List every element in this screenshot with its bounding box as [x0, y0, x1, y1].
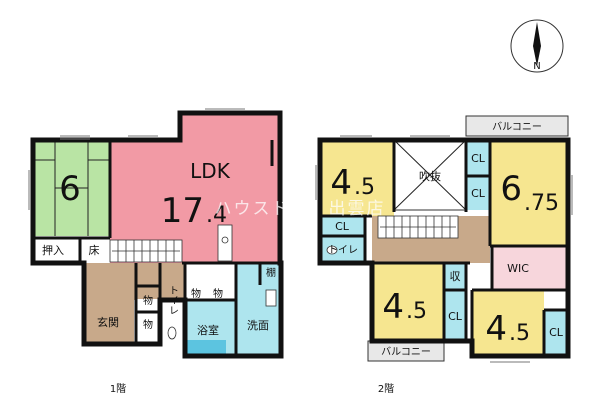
room-45-tl-frac: .5	[354, 175, 375, 200]
cl-label-2: CL	[471, 152, 486, 165]
bathtub	[186, 340, 226, 356]
entrance-floor	[84, 300, 134, 344]
floor1-outer-wall	[30, 110, 284, 359]
shelf-label: 棚	[266, 266, 276, 279]
stairs-2f	[377, 215, 459, 239]
room-45-br-fill	[472, 290, 544, 356]
cl-label-4: CL	[448, 310, 463, 323]
balcony-top	[465, 115, 569, 137]
storage-label-d: 物	[213, 287, 223, 300]
storage-label-a: 物	[143, 294, 153, 307]
cl-2-fill	[466, 140, 490, 176]
tatami-lines	[33, 140, 110, 236]
floor1-interior-walls	[33, 140, 280, 356]
floor2-windows	[315, 135, 573, 363]
toilet-fixture-1f	[167, 326, 177, 340]
ldk-fill-left	[110, 140, 180, 240]
entrance-label: 玄関	[97, 315, 119, 329]
japanese-room-size: 6	[59, 169, 81, 209]
floor-2: 4 .5 吹抜 6 .75 4 .5 4 .5 CL CL CL CL CL ト…	[315, 115, 573, 395]
atrium-label: 吹抜	[419, 169, 441, 183]
cl-label-5: CL	[549, 326, 564, 339]
compass-north-label: N	[533, 61, 540, 72]
room-675-fill	[490, 140, 568, 246]
cl-label-1: CL	[335, 220, 350, 233]
room-45-c-frac: .5	[406, 299, 427, 324]
stairs-1f	[109, 239, 183, 263]
room-45-tl-main: 4	[330, 163, 352, 203]
oshiire-label: 押入	[42, 243, 64, 257]
room-45-c-fill	[372, 263, 444, 341]
wic-fill	[492, 246, 568, 290]
floor-1: 6 LDK 17 .4 押入 床 物 物 物 物 棚 玄関 トイレ 浴室 洗面 …	[28, 108, 284, 395]
floor1-label: 1階	[110, 383, 126, 395]
toilet-label-1f: トイレ	[167, 285, 179, 315]
storage-label-2f: 収	[450, 270, 461, 283]
hall-floor	[84, 263, 136, 300]
cl-label-3: CL	[471, 187, 486, 200]
room-45-br-frac: .5	[509, 321, 530, 346]
storage-label-b: 物	[143, 318, 153, 331]
room-675-main: 6	[500, 169, 522, 209]
cl-3-fill	[466, 176, 490, 210]
wic-label: WIC	[507, 262, 529, 275]
room-45-br-main: 4	[485, 309, 507, 349]
cl-1-fill	[320, 216, 365, 236]
floor2-outer-wall	[317, 137, 571, 359]
storage-2f-fill	[444, 263, 466, 290]
room-45-tl-fill	[320, 140, 394, 216]
toilet-fixture-2f	[326, 245, 338, 255]
compass-needle-icon	[533, 22, 541, 66]
cl-5-fill	[544, 310, 568, 356]
ldk-size-main: 17	[161, 191, 204, 231]
watermark-text: ハウスドゥ！出雲店	[215, 199, 386, 219]
ldk-size-frac: .4	[206, 203, 227, 228]
washbasin	[265, 289, 277, 307]
balcony-top-label: バルコニー	[492, 121, 542, 133]
toilet-label-2f: トイレ	[328, 245, 358, 256]
bath-label: 浴室	[197, 323, 219, 337]
toko-label: 床	[89, 243, 100, 257]
room-45-c-main: 4	[382, 287, 404, 327]
floor2-label: 2階	[378, 383, 394, 395]
washroom-label: 洗面	[247, 319, 269, 332]
room-675-frac: .75	[524, 191, 559, 216]
floor1-windows	[28, 108, 245, 210]
balcony-bottom-label: バルコニー	[381, 346, 431, 358]
floor2-interior-walls	[320, 140, 568, 356]
cl-4-fill	[444, 290, 466, 341]
compass: N	[510, 19, 564, 73]
sink-icon	[221, 236, 229, 244]
atrium-cross	[393, 139, 467, 211]
ldk-label: LDK	[190, 159, 231, 183]
storage-label-c: 物	[191, 287, 201, 300]
